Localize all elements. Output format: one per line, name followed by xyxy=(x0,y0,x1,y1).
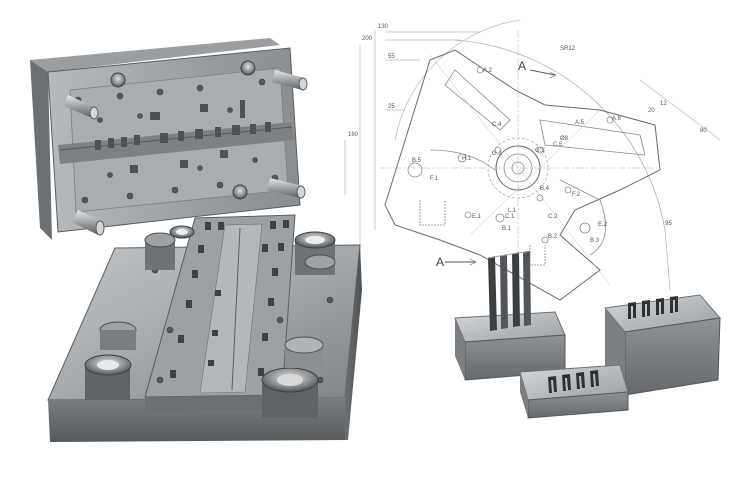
cutout-shape xyxy=(628,296,678,319)
point-label: E.1 xyxy=(472,214,482,220)
guide-post-bushing xyxy=(84,321,137,400)
point-label: C.4 xyxy=(492,122,502,128)
point-label: G.3 xyxy=(535,148,545,154)
dim-label: Ø8 xyxy=(560,136,569,142)
section-label-bottom: A xyxy=(436,255,444,269)
dim-label: 55 xyxy=(388,54,395,60)
cutout-shape xyxy=(548,370,599,393)
guide-post-bushing xyxy=(294,231,336,275)
point-label: C.1 xyxy=(505,214,515,220)
dim-label: 95 xyxy=(665,221,672,227)
punch-pins xyxy=(487,250,531,331)
guide-pin xyxy=(72,210,105,236)
guide-pin xyxy=(267,178,306,199)
point-label: A.5 xyxy=(575,120,585,126)
die-block-front xyxy=(519,364,629,419)
point-label: G.1 xyxy=(492,151,502,157)
dim-label: 12 xyxy=(660,101,667,107)
dim-label: 200 xyxy=(362,36,373,42)
dim-label: 25 xyxy=(388,104,395,110)
point-label: A.6 xyxy=(612,116,622,122)
guide-post-bushing xyxy=(261,336,324,418)
dim-label: 160 xyxy=(348,132,359,138)
punch-holder-block xyxy=(454,250,566,381)
guide-pin xyxy=(272,70,308,91)
section-label-top: A xyxy=(518,59,526,73)
point-label: F.1 xyxy=(430,176,439,182)
point-label: F.2 xyxy=(572,192,581,198)
upper-die-plate xyxy=(30,38,308,240)
dim-label: 130 xyxy=(378,24,389,30)
point-label: A.2 xyxy=(483,68,493,74)
technical-drawing xyxy=(344,19,721,301)
guide-pin xyxy=(64,95,99,120)
lower-die-set xyxy=(47,214,362,442)
point-label: B.4 xyxy=(540,186,550,192)
point-label: L.1 xyxy=(508,208,517,214)
point-label: B.3 xyxy=(590,238,600,244)
point-label: C.2 xyxy=(548,214,558,220)
part-outline xyxy=(384,49,661,301)
point-label: H.1 xyxy=(462,156,472,162)
dim-label: 20 xyxy=(648,108,655,114)
point-label: B.1 xyxy=(502,226,512,232)
dim-label: 80 xyxy=(700,128,707,134)
guide-post-bushing xyxy=(144,225,195,270)
dim-label: SR12 xyxy=(560,46,576,52)
point-label: E.2 xyxy=(598,222,608,228)
point-label: B.5 xyxy=(412,158,422,164)
drawing-labels: A A A.2 A.5 A.6 B.1 B.2 B.3 B.4 B.5 C.1 … xyxy=(348,24,707,269)
point-label: C.5 xyxy=(553,142,563,148)
point-label: B.2 xyxy=(548,234,558,240)
